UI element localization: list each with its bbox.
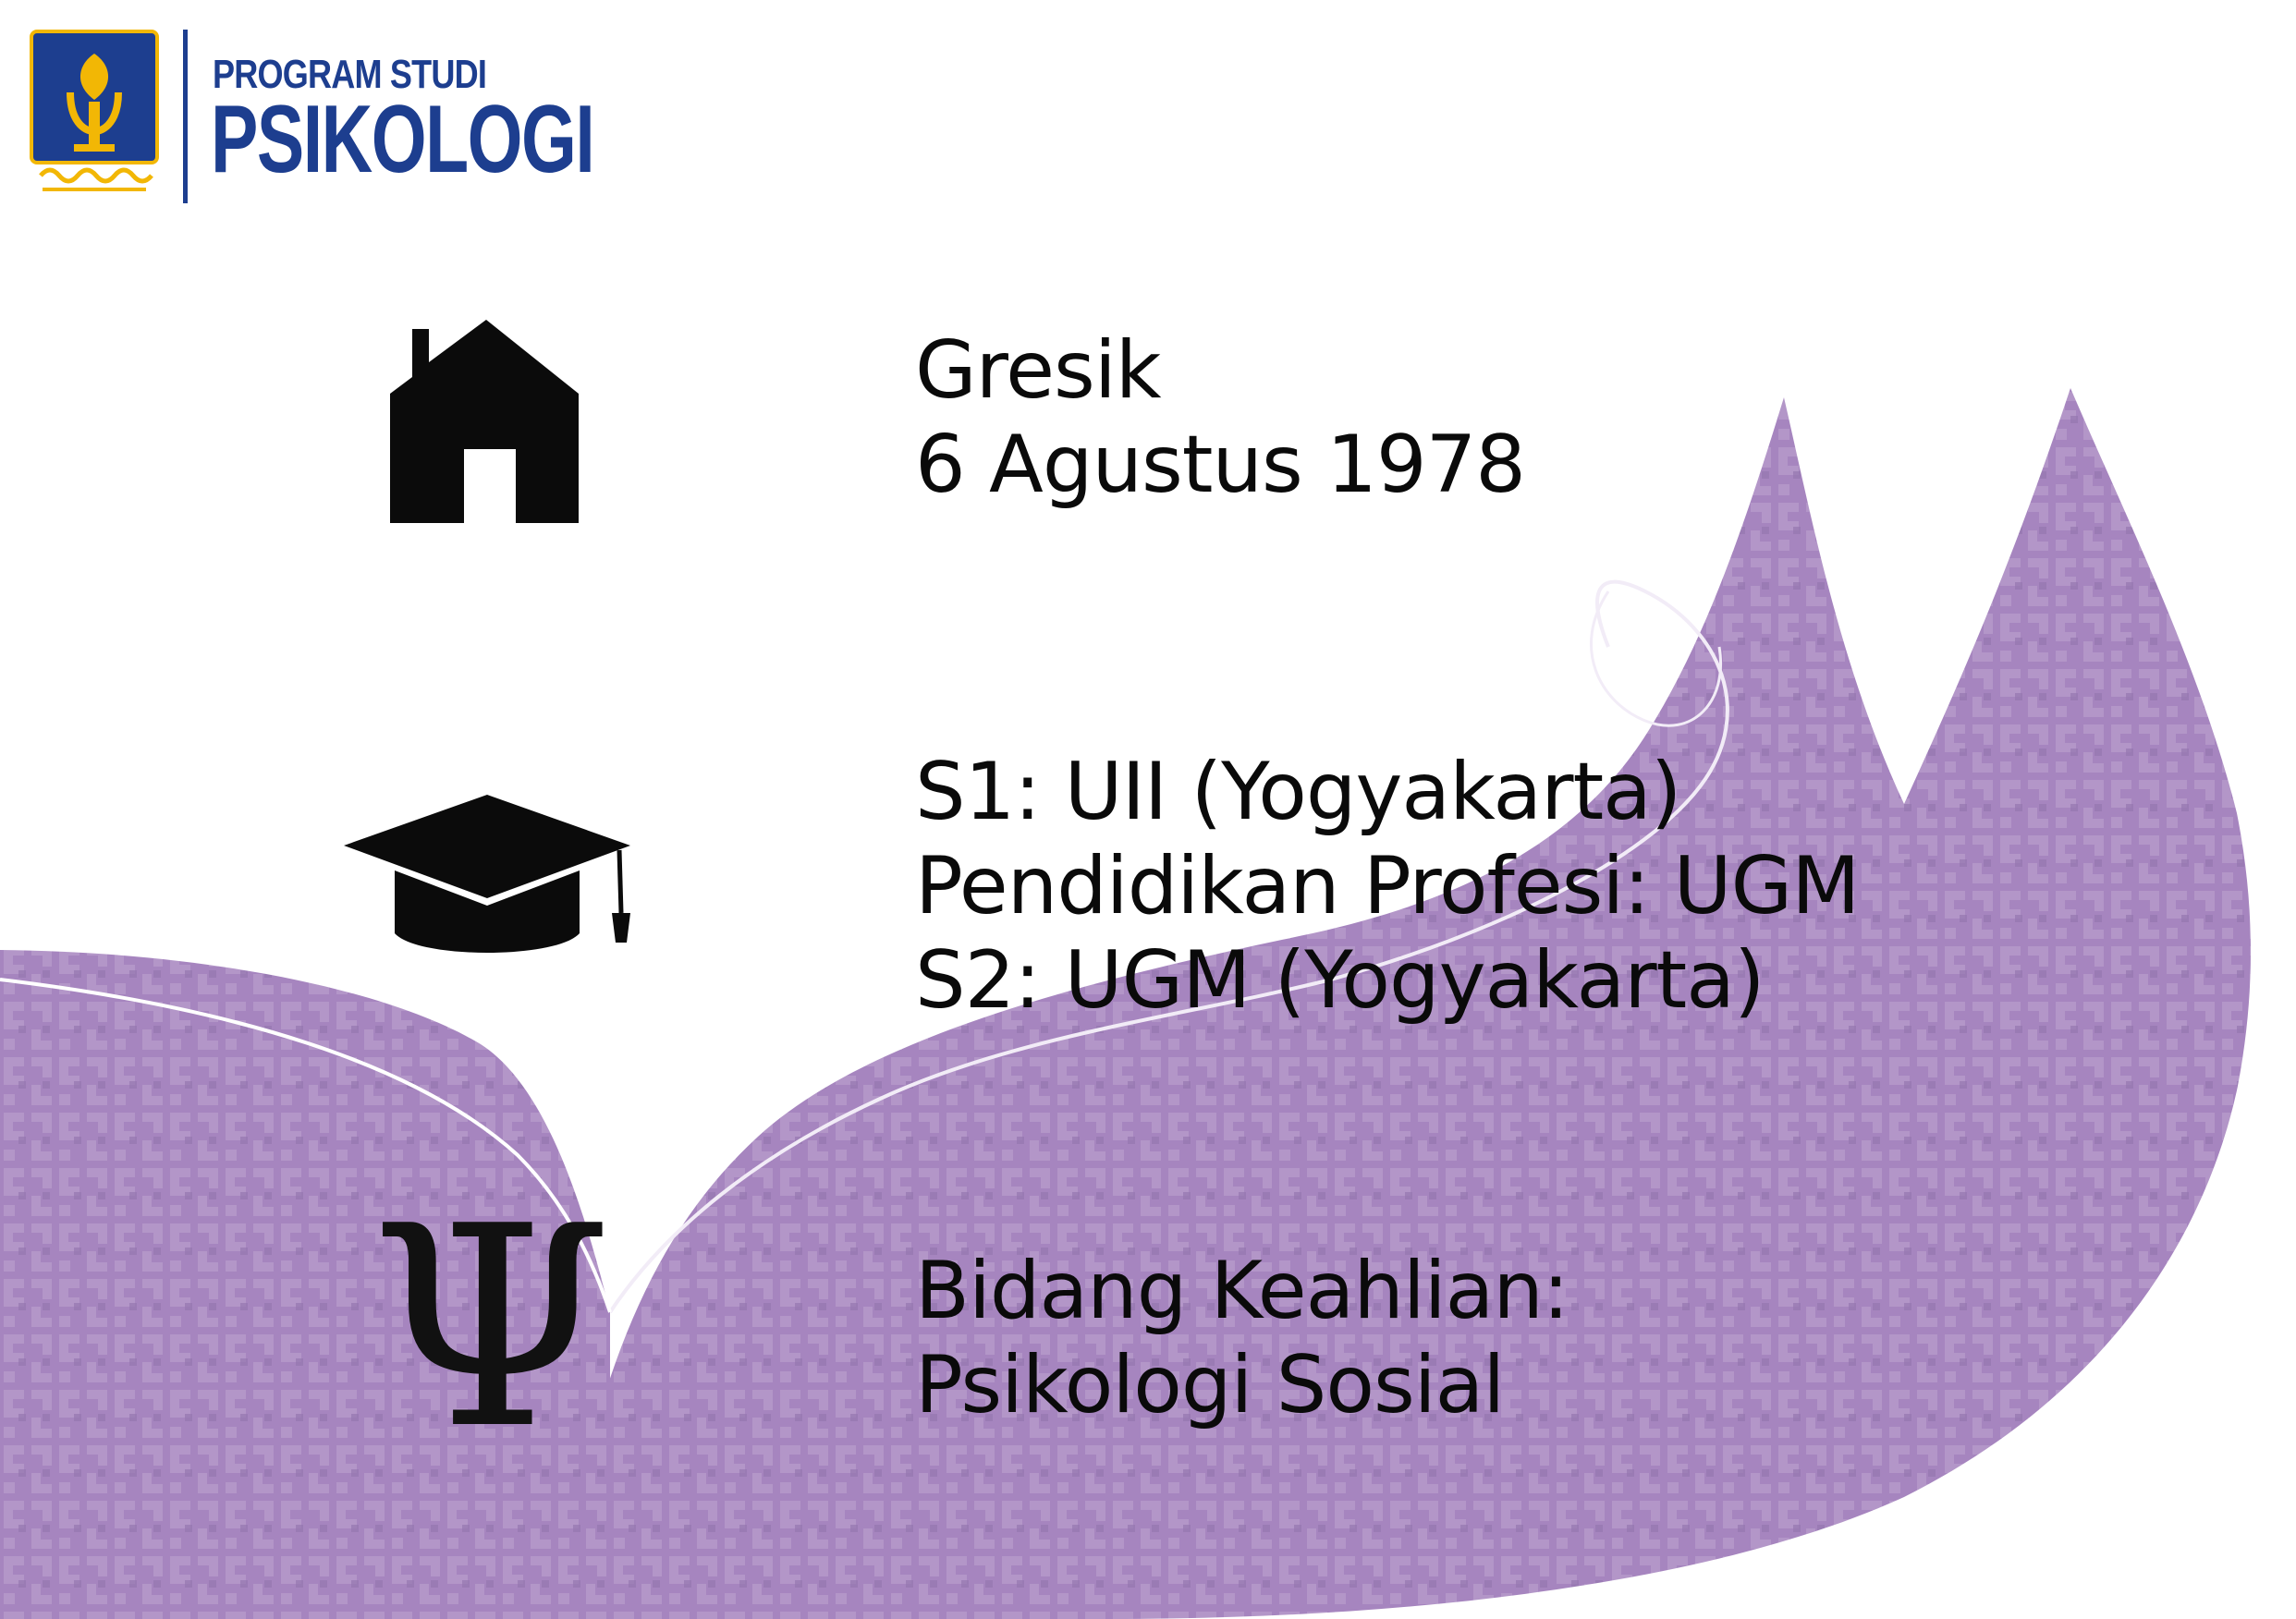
education-s1: S1: UII (Yogyakarta): [915, 746, 1681, 838]
header-divider: [183, 30, 188, 203]
psi-icon: Ψ: [370, 1167, 614, 1490]
program-header: PROGRAM STUDI PSIKOLOGI: [30, 28, 595, 209]
program-label: PROGRAM STUDI: [213, 52, 487, 97]
birth-info: Gresik 6 Agustus 1978: [915, 323, 1526, 512]
birth-date: 6 Agustus 1978: [915, 419, 1526, 511]
expertise-info: Bidang Keahlian: Psikologi Sosial: [915, 1244, 1569, 1432]
program-name: PSIKOLOGI: [211, 86, 595, 193]
house-icon: [390, 320, 579, 523]
education-profesi: Pendidikan Profesi: UGM: [915, 840, 1860, 932]
expertise-label: Bidang Keahlian:: [915, 1245, 1569, 1337]
university-logo: [30, 30, 159, 191]
graduation-cap-icon: [344, 795, 630, 953]
education-s2: S2: UGM (Yogyakarta): [915, 934, 1765, 1027]
expertise-field: Psikologi Sosial: [915, 1339, 1505, 1431]
birth-place: Gresik: [915, 324, 1162, 417]
education-info: S1: UII (Yogyakarta) Pendidikan Profesi:…: [915, 745, 1860, 1028]
